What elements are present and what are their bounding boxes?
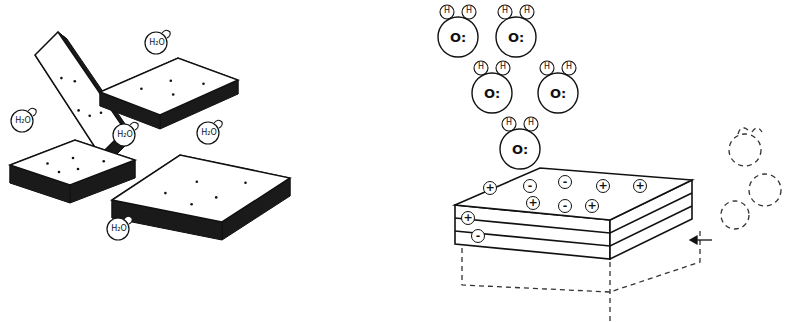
oriented-water-molecule: H H O: xyxy=(496,114,544,172)
hydrogen-label: H xyxy=(500,63,506,71)
surface-dot xyxy=(202,82,205,85)
surface-dot xyxy=(215,196,218,199)
molecule-label: H₂O xyxy=(201,129,217,137)
surface-charge: - xyxy=(558,175,572,189)
molecule-label: H₂O xyxy=(117,131,133,139)
hydrogen-label: H xyxy=(524,7,530,15)
surface-dot xyxy=(170,80,173,83)
platelet-face xyxy=(112,155,290,222)
hydrogen-label: H xyxy=(566,63,572,71)
platelet-stack xyxy=(455,168,692,259)
surface-charge: + xyxy=(585,199,599,213)
hydrogen-ear xyxy=(462,5,476,19)
hydrogen-label: H xyxy=(544,63,550,71)
dashed-molecule xyxy=(729,134,761,166)
oxygen-circle xyxy=(438,17,478,57)
molecule-label: O: xyxy=(508,31,524,44)
hydrogen-label: H xyxy=(444,7,450,15)
surface-charge: + xyxy=(483,181,497,195)
water-molecule: H₂O xyxy=(104,214,134,242)
clay-platelet xyxy=(10,140,135,203)
water-molecule: H₂O xyxy=(142,28,172,56)
oxygen-circle xyxy=(107,218,129,240)
water-molecule: H₂O xyxy=(110,120,140,148)
hydrogen-label: H xyxy=(466,7,472,15)
surface-dot xyxy=(164,192,167,195)
surface-charge: + xyxy=(526,196,540,210)
hydrogen-ear xyxy=(474,61,488,75)
surface-dot xyxy=(140,87,143,90)
surface-dot xyxy=(88,115,91,118)
surface-dot xyxy=(77,109,80,112)
hydrogen-ear xyxy=(524,117,538,131)
hydrogen-label: H xyxy=(478,63,484,71)
surface-dot xyxy=(58,171,61,174)
oxygen-circle xyxy=(538,73,578,113)
oxygen-circle xyxy=(11,110,33,132)
surface-charge: + xyxy=(461,211,475,225)
oriented-water-molecule: H H O: xyxy=(534,58,582,116)
surface-dot xyxy=(190,203,193,206)
molecule-label: O: xyxy=(512,143,528,156)
molecule-label: O: xyxy=(550,87,566,100)
surface-dot xyxy=(196,181,199,184)
molecule-label: O: xyxy=(450,31,466,44)
hydrogen-label: H xyxy=(502,7,508,15)
surface-dot xyxy=(172,93,175,96)
hydrogen-ear xyxy=(498,5,512,19)
oxygen-circle xyxy=(197,122,219,144)
dashed-outline xyxy=(462,128,781,322)
surface-dot xyxy=(100,111,103,114)
water-molecule: H₂O xyxy=(194,118,224,146)
oxygen-circle xyxy=(472,73,512,113)
oriented-water-molecule: H H O: xyxy=(492,2,540,60)
oxygen-circle xyxy=(145,32,167,54)
surface-charge: + xyxy=(633,179,647,193)
oxygen-circle xyxy=(113,124,135,146)
oriented-water-molecule: H H O: xyxy=(468,58,516,116)
oxygen-circle xyxy=(496,17,536,57)
surface-charge: - xyxy=(523,179,537,193)
surface-dot xyxy=(46,162,49,165)
surface-dot xyxy=(72,157,75,160)
molecule-label: H₂O xyxy=(149,39,165,47)
water-molecule: H₂O xyxy=(8,106,38,134)
surface-charge: - xyxy=(558,199,572,213)
dashed-molecule xyxy=(721,201,749,229)
arrow-head xyxy=(690,236,697,244)
hydrogen-ear xyxy=(502,117,516,131)
small-arrow xyxy=(690,236,712,244)
dashed-ears xyxy=(738,128,762,134)
dashed-molecule xyxy=(749,174,781,206)
hydrogen-ear xyxy=(540,61,554,75)
hydrogen-ear xyxy=(496,61,510,75)
dashed-edge xyxy=(609,262,610,322)
hydrogen-label: H xyxy=(506,119,512,127)
clay-platelet xyxy=(112,155,290,240)
surface-charge: - xyxy=(471,229,485,243)
oxygen-circle xyxy=(500,129,540,169)
hydrogen-ear xyxy=(562,61,576,75)
stack-top xyxy=(455,168,692,220)
platelet-face xyxy=(100,58,238,115)
platelet-face xyxy=(10,140,135,185)
surface-dot xyxy=(77,168,80,171)
surface-dot xyxy=(74,80,77,83)
surface-charge: + xyxy=(596,179,610,193)
clay-platelets xyxy=(10,32,290,240)
clay-platelet xyxy=(100,58,238,129)
hydrogen-ear xyxy=(440,5,454,19)
dashed-base xyxy=(462,228,700,292)
hydrogen-ear xyxy=(520,5,534,19)
molecule-label: H₂O xyxy=(111,225,127,233)
oriented-water-molecule: H H O: xyxy=(434,2,482,60)
molecule-label: O: xyxy=(484,87,500,100)
surface-dot xyxy=(60,77,63,80)
surface-dot xyxy=(244,181,247,184)
surface-dot xyxy=(102,160,105,163)
molecule-label: H₂O xyxy=(15,117,31,125)
hydrogen-label: H xyxy=(528,119,534,127)
